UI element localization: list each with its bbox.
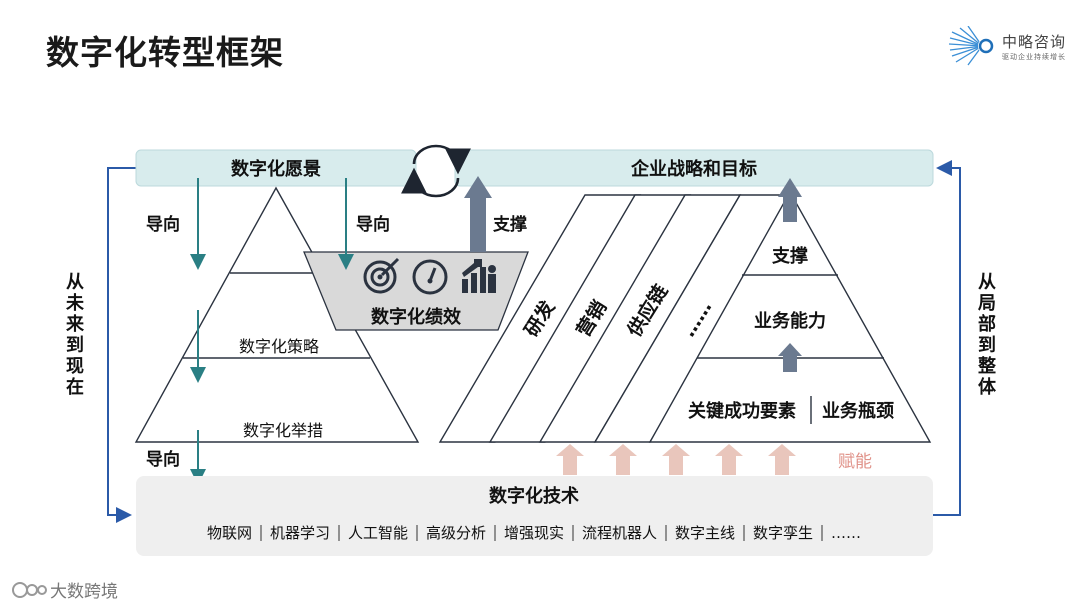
brand-tagline: 驱动企业持续增长: [1001, 52, 1066, 61]
sunburst-logo-icon: [948, 26, 994, 66]
left-side-text-char: 现: [66, 356, 84, 377]
right-pyramid-middle: 业务能力: [754, 310, 826, 332]
right-side-text-char: 整: [977, 355, 996, 377]
tech-title: 数字化技术: [489, 485, 579, 507]
tech-item: 高级分析: [426, 524, 486, 542]
right-side-text-char: 局: [978, 293, 996, 314]
left-side-text-char: 来: [65, 314, 85, 335]
vision-bar-label: 数字化愿景: [231, 158, 321, 180]
enable-arrows: [556, 444, 796, 475]
left-side-text-char: 从: [66, 272, 84, 293]
strategy-bar-label: 企业战略和目标: [630, 158, 757, 180]
left-pyramid-tier2: 数字化举措: [243, 421, 323, 440]
growth-chart-icon: [462, 259, 496, 293]
footer-watermark: 大数跨境: [10, 577, 118, 602]
support-arrow-top: [778, 178, 802, 222]
tech-items: 物联网机器学习人工智能高级分析增强现实流程机器人数字主线数字孪生 ……: [207, 524, 861, 542]
speedometer-icon: [412, 259, 448, 295]
performance-box: [303, 251, 529, 331]
left-pyramid-tier1: 数字化策略: [239, 337, 319, 356]
page-title: 数字化转型框架: [46, 33, 284, 72]
support-label: 支撑: [493, 214, 527, 235]
tech-item: 增强现实: [504, 524, 564, 542]
left-side-connector: [107, 167, 136, 523]
support-arrow-center: [464, 176, 492, 252]
left-side-text-char: 未: [66, 293, 85, 314]
right-pyramid-bottom-left: 关键成功要素: [688, 400, 796, 422]
right-pyramid-bottom-right: 业务瓶颈: [822, 400, 894, 422]
right-side-text-char: 到: [978, 335, 996, 356]
value-chain: [438, 194, 797, 443]
right-side-text-char: 部: [978, 313, 996, 335]
enable-label: 赋能: [838, 452, 872, 472]
brand-logo: 中略咨询 驱动企业持续增长: [948, 26, 1066, 66]
tech-item: 数字孪生: [753, 524, 813, 542]
target-icon: [363, 257, 400, 294]
watermark-logo-icon: [12, 581, 47, 598]
brand-name: 中略咨询: [1001, 32, 1066, 51]
tech-item: 机器学习: [270, 524, 330, 542]
performance-label: 数字化绩效: [371, 306, 462, 328]
support-arrow-middle: [778, 343, 802, 372]
right-side-connector: [932, 160, 961, 516]
tech-item: 数字主线: [675, 524, 735, 542]
left-side-text-char: 在: [66, 376, 84, 398]
cycle-arrows-icon: [401, 144, 471, 198]
tech-bar: [136, 476, 933, 556]
footer-watermark-text: 大数跨境: [50, 582, 118, 602]
right-side-text-char: 体: [978, 376, 997, 398]
guide-label-bottom: 导向: [146, 449, 180, 470]
right-side-text-char: 从: [978, 272, 996, 293]
tech-item: 流程机器人: [582, 524, 657, 542]
guide-label-left: 导向: [146, 214, 180, 235]
tech-item: 物联网: [207, 524, 252, 542]
tech-item: ……: [831, 524, 861, 542]
left-side-text-char: 到: [66, 335, 84, 356]
right-pyramid-top: 支撑: [771, 245, 808, 267]
guide-label-right: 导向: [356, 214, 390, 235]
tech-item: 人工智能: [348, 524, 408, 542]
